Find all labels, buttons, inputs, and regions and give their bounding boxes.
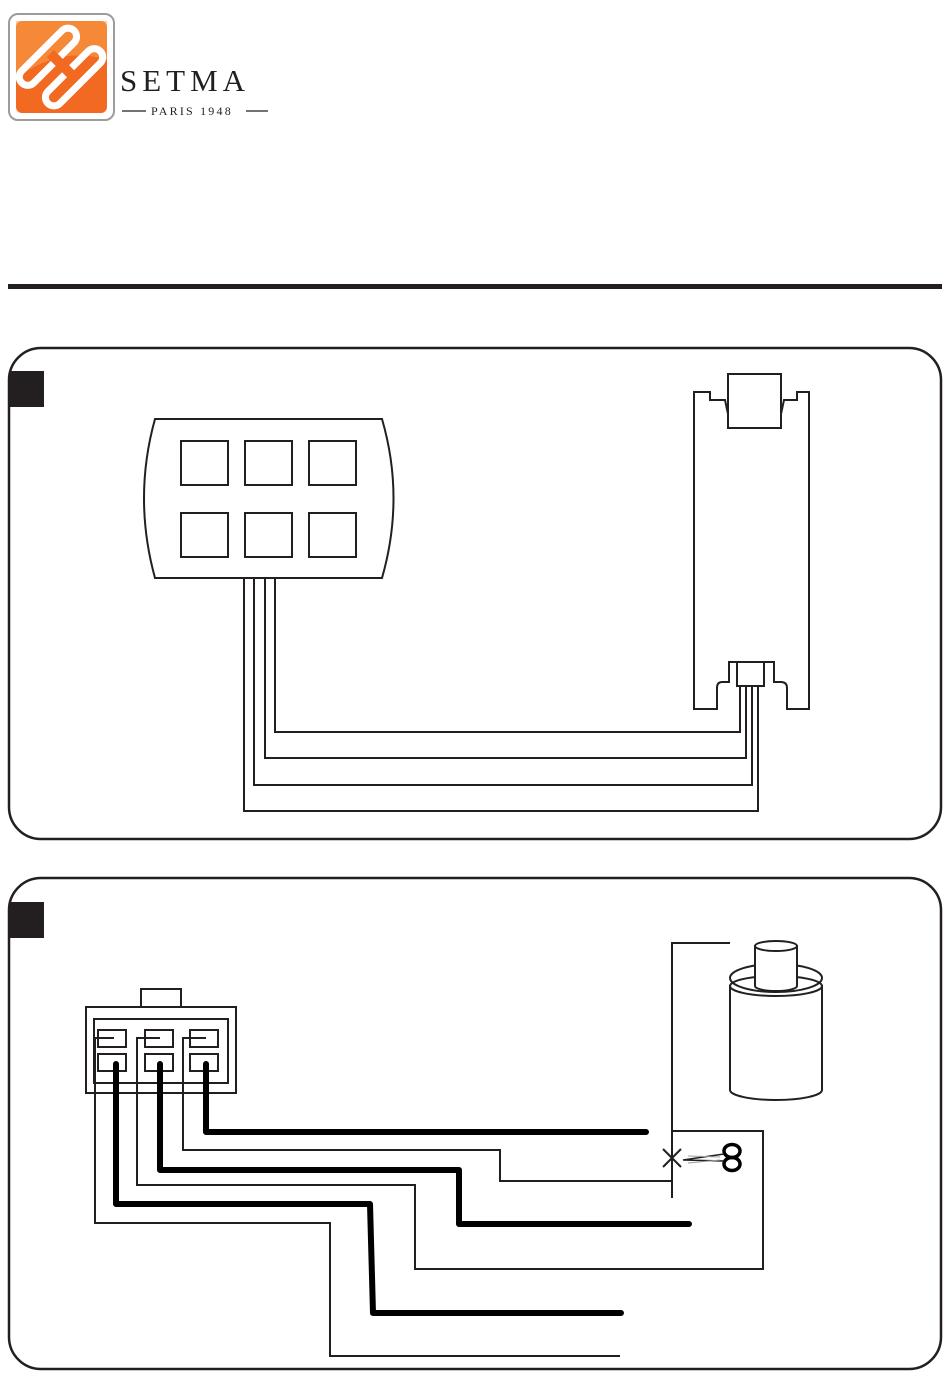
panel-2-border: [9, 878, 941, 1369]
diagram-panel-2: [9, 878, 941, 1369]
brand-logo: SETMA PARIS 1948: [9, 14, 268, 120]
keypad-button: [309, 441, 356, 485]
keypad-button: [309, 513, 356, 557]
cylinder-cap-top: [755, 941, 797, 951]
keypad-button: [181, 513, 228, 557]
keypad-button: [181, 441, 228, 485]
brand-tagline: PARIS 1948: [151, 104, 233, 118]
keypad-button: [245, 513, 292, 557]
brand-name: SETMA: [120, 63, 250, 98]
connector-latch: [141, 989, 181, 1008]
step-badge-1-icon: [9, 371, 44, 407]
cylinder-cap-body: [755, 946, 797, 991]
rail-connector: [737, 662, 764, 686]
diagram-panel-1: [9, 348, 941, 839]
keypad-button: [245, 441, 292, 485]
cylinder-body: [730, 986, 822, 1100]
header-rule: [8, 284, 942, 289]
step-badge-2-icon: [9, 902, 44, 938]
